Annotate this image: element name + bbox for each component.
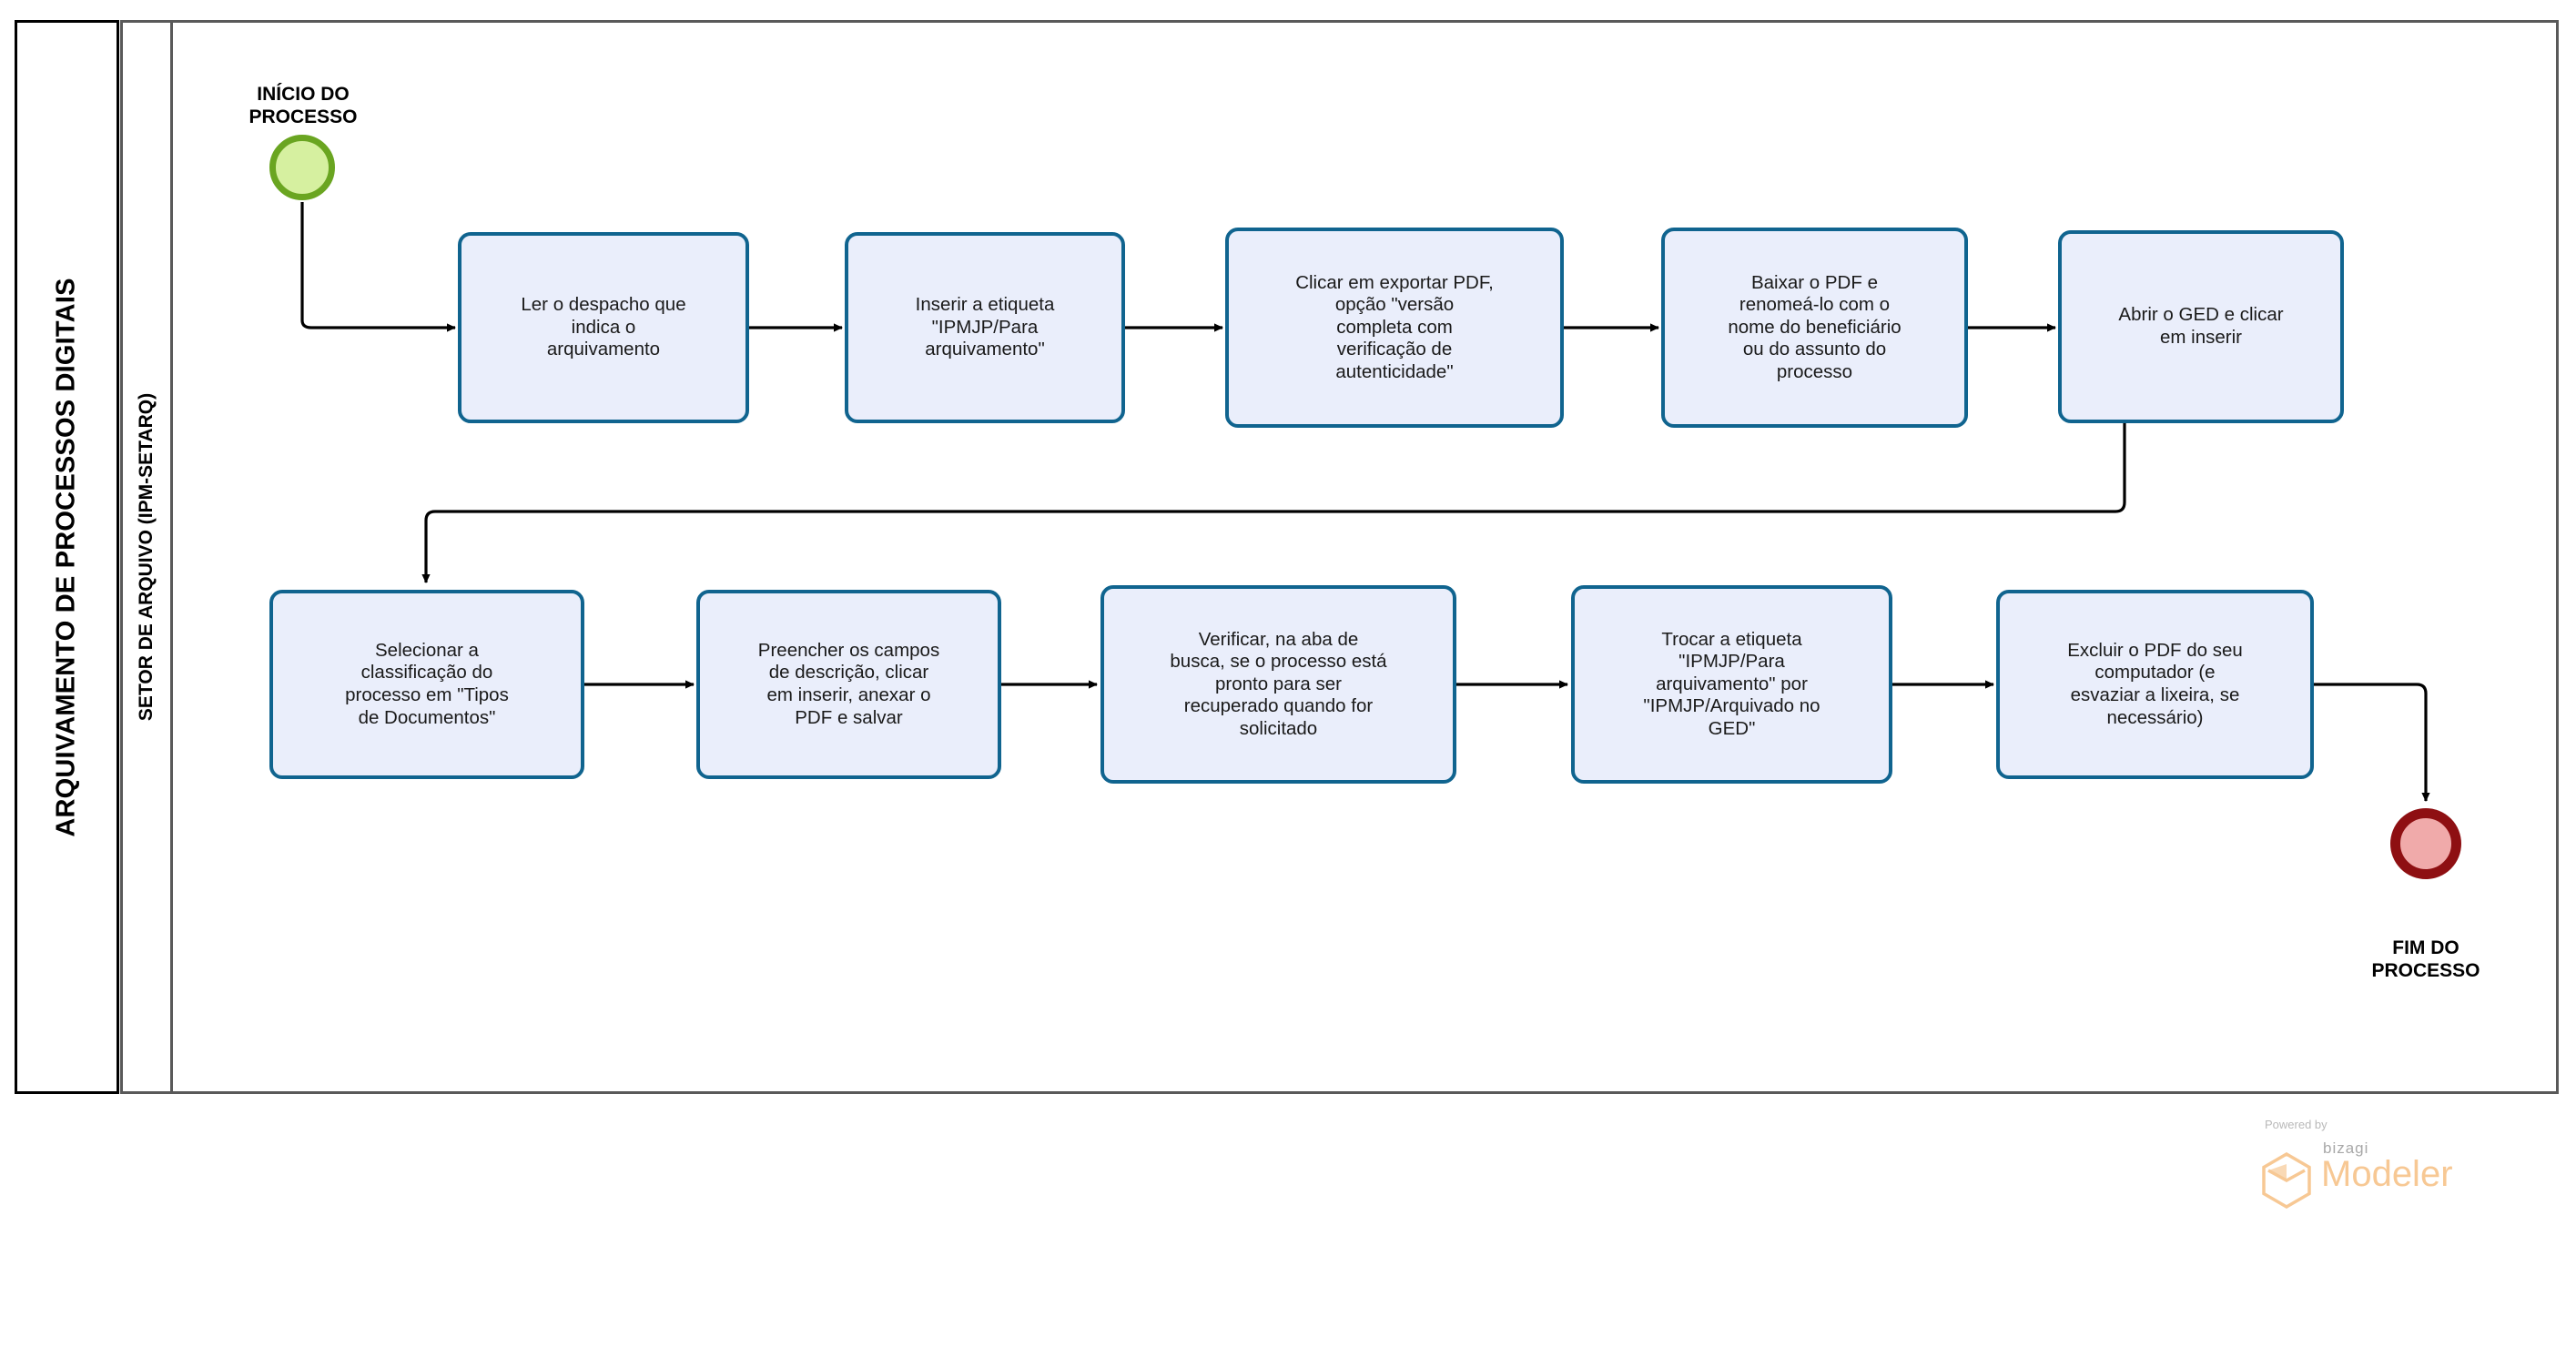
task-excluir-pdf[interactable]: Excluir o PDF do seu computador (e esvaz…	[1996, 590, 2314, 779]
powered-by-label: Powered by	[2265, 1118, 2328, 1131]
task-selecionar-classificacao[interactable]: Selecionar a classificação do processo e…	[269, 590, 584, 779]
task-inserir-etiqueta[interactable]: Inserir a etiqueta "IPMJP/Para arquivame…	[845, 232, 1125, 423]
task-baixar-renomear-pdf[interactable]: Baixar o PDF e renomeá-lo com o nome do …	[1661, 228, 1968, 428]
pool-header: ARQUIVAMENTO DE PROCESSOS DIGITAIS	[15, 20, 119, 1094]
task-exportar-pdf[interactable]: Clicar em exportar PDF, opção "versão co…	[1225, 228, 1564, 428]
start-event[interactable]	[269, 135, 335, 200]
end-event[interactable]	[2390, 808, 2461, 879]
lane-label: SETOR DE ARQUIVO (IPM-SETARQ)	[136, 392, 157, 722]
modeler-wordmark: Modeler	[2321, 1154, 2453, 1194]
bizagi-hexagon-icon	[2262, 1152, 2311, 1209]
lane-setor-arquivo: SETOR DE ARQUIVO (IPM-SETARQ)	[120, 20, 2559, 1094]
bizagi-modeler-logo: Powered by bizagi Modeler	[2257, 1118, 2549, 1218]
end-event-label: FIM DO PROCESSO	[2371, 937, 2480, 981]
task-preencher-campos[interactable]: Preencher os campos de descrição, clicar…	[696, 590, 1001, 779]
start-event-label: INÍCIO DO PROCESSO	[248, 84, 358, 127]
task-abrir-ged-inserir[interactable]: Abrir o GED e clicar em inserir	[2058, 230, 2344, 423]
pool-label: ARQUIVAMENTO DE PROCESSOS DIGITAIS	[52, 277, 82, 837]
task-verificar-busca[interactable]: Verificar, na aba de busca, se o process…	[1100, 585, 1456, 784]
bizagi-wordmark: bizagi	[2323, 1139, 2369, 1157]
task-ler-despacho[interactable]: Ler o despacho que indica o arquivamento	[458, 232, 749, 423]
lane-header: SETOR DE ARQUIVO (IPM-SETARQ)	[123, 23, 173, 1091]
pool-arquivamento: ARQUIVAMENTO DE PROCESSOS DIGITAIS SETOR…	[15, 20, 2559, 1094]
task-trocar-etiqueta[interactable]: Trocar a etiqueta "IPMJP/Para arquivamen…	[1571, 585, 1892, 784]
